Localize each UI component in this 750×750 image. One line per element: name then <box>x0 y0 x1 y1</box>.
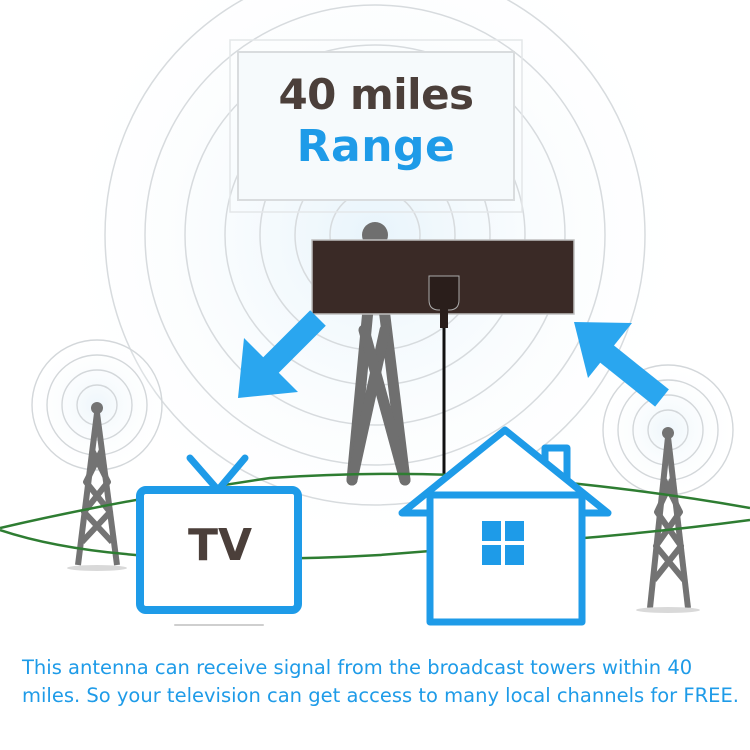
range-distance: 40 miles <box>278 70 474 119</box>
antenna-icon <box>311 239 575 490</box>
arrow-left-icon <box>238 310 326 398</box>
broadcast-tower-left-icon <box>75 412 120 566</box>
window-icon <box>482 521 524 565</box>
left-tower-shadow <box>67 565 127 571</box>
hill-line-front <box>0 518 750 561</box>
right-tower-shadow <box>636 607 700 613</box>
tv-icon <box>136 454 302 626</box>
headline-outer-frame <box>229 39 523 213</box>
tv-label: TV <box>187 520 253 571</box>
headline-box <box>237 51 515 201</box>
range-headline: 40 miles Range <box>238 52 514 200</box>
hill-line-back <box>0 472 750 530</box>
range-label: Range <box>296 121 456 172</box>
arrow-right-icon <box>574 322 669 407</box>
right-tower-top <box>662 427 674 439</box>
left-tower-top <box>91 402 103 414</box>
caption-text: This antenna can receive signal from the… <box>22 656 739 707</box>
